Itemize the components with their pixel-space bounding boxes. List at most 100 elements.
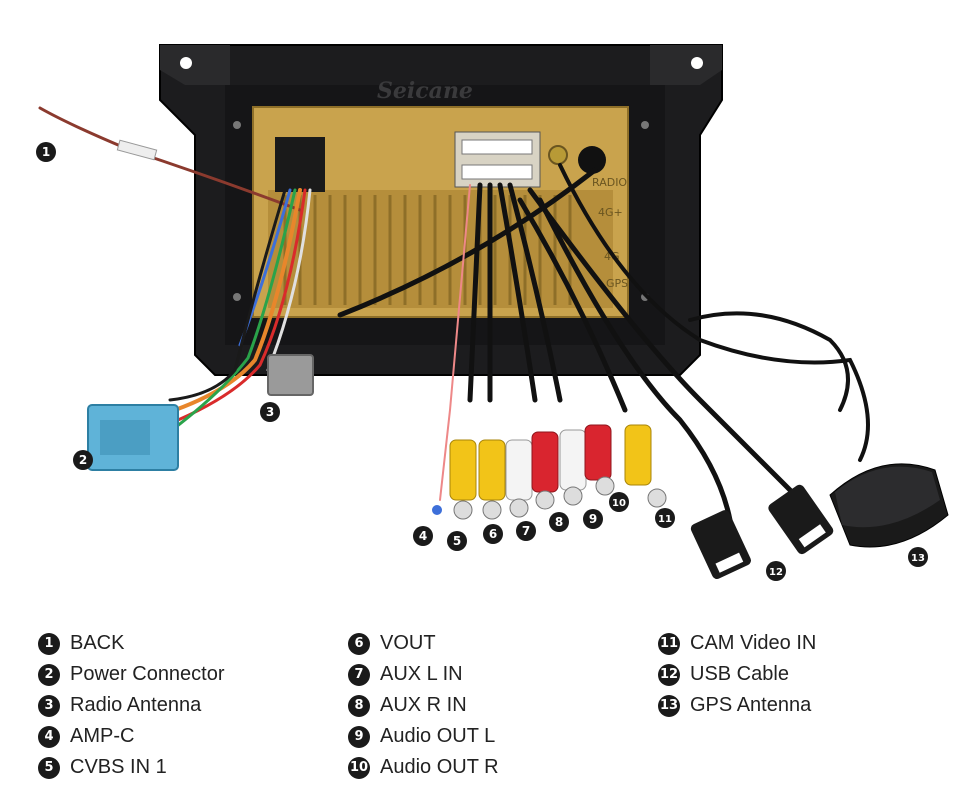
- legend-label: Audio OUT R: [380, 756, 499, 778]
- legend-item: 12 USB Cable: [658, 659, 816, 690]
- mount-hole-left: [180, 57, 192, 69]
- head-unit: Seicane RADIO 4G+ 4G GPS: [159, 44, 723, 376]
- callout-number: 2: [79, 453, 87, 467]
- callout-13: 13: [908, 547, 928, 567]
- brand-logo: Seicane: [377, 78, 473, 104]
- legend-item: 9 Audio OUT L: [348, 721, 499, 752]
- power-harness: [173, 188, 302, 412]
- legend-column-3: 11 CAM Video IN 12 USB Cable 13 GPS Antenna: [658, 628, 816, 721]
- legend-number: 8: [348, 694, 370, 717]
- callout-number: 1: [42, 145, 50, 159]
- legend-item: 3 Radio Antenna: [38, 690, 225, 721]
- radio-antenna-plug: [267, 354, 314, 396]
- port-label-gps: GPS: [606, 277, 628, 290]
- legend-label: AUX L IN: [380, 663, 463, 685]
- legend-number: 11: [658, 632, 680, 655]
- callout-number: 4: [419, 529, 427, 543]
- port-label-4g: 4G+: [598, 206, 623, 219]
- callout-4: 4: [413, 526, 433, 546]
- callout-9: 9: [583, 509, 603, 529]
- legend-number: 5: [38, 756, 60, 779]
- port-label-radio: RADIO: [592, 176, 627, 189]
- radio-antenna-cable: [337, 167, 598, 318]
- callout-3: 3: [260, 402, 280, 422]
- power-connector: [87, 404, 179, 471]
- callout-11: 11: [655, 508, 675, 528]
- callout-number: 10: [612, 498, 626, 509]
- rca-plugs: [449, 424, 667, 520]
- callout-1: 1: [36, 142, 56, 162]
- callout-7: 7: [516, 521, 536, 541]
- legend-number: 2: [38, 663, 60, 686]
- callout-number: 9: [589, 512, 597, 526]
- wiring-diagram: Seicane RADIO 4G+ 4G GPS: [36, 44, 949, 581]
- legend-label: CVBS IN 1: [70, 756, 167, 778]
- legend-label: GPS Antenna: [690, 694, 812, 716]
- cables: [38, 106, 870, 523]
- legend-label: AMP-C: [70, 725, 135, 747]
- rca-plug-audio-out-l: [559, 429, 587, 506]
- mount-hole-right: [691, 57, 703, 69]
- legend-number: 10: [348, 756, 370, 779]
- legend-item: 10 Audio OUT R: [348, 752, 499, 783]
- usb-plug-2: [768, 484, 834, 555]
- radio-port: [578, 146, 606, 174]
- legend-label: VOUT: [380, 632, 436, 654]
- callout-8: 8: [549, 512, 569, 532]
- legend-number: 13: [658, 694, 680, 717]
- legend-item: 5 CVBS IN 1: [38, 752, 225, 783]
- callout-number: 5: [453, 534, 461, 548]
- gps-port: [548, 145, 568, 165]
- callout-12: 12: [766, 561, 786, 581]
- callout-number: 11: [658, 514, 672, 525]
- callout-number: 13: [911, 553, 925, 564]
- callout-6: 6: [483, 524, 503, 544]
- main-harness-port: [275, 137, 325, 192]
- rca-plug-vout: [478, 439, 506, 520]
- callout-5: 5: [447, 531, 467, 551]
- gps-cable: [558, 163, 870, 462]
- legend-number: 1: [38, 632, 60, 655]
- legend-label: Radio Antenna: [70, 694, 202, 716]
- legend-item: 2 Power Connector: [38, 659, 225, 690]
- legend-item: 11 CAM Video IN: [658, 628, 816, 659]
- legend-number: 9: [348, 725, 370, 748]
- amp-c-tip: [432, 505, 442, 515]
- legend-number: 12: [658, 663, 680, 686]
- legend-item: 7 AUX L IN: [348, 659, 499, 690]
- rca-plug-aux-r-in: [531, 431, 559, 510]
- legend-label: Audio OUT L: [380, 725, 496, 747]
- legend-label: USB Cable: [690, 663, 789, 685]
- callout-number: 7: [522, 524, 530, 538]
- legend-number: 6: [348, 632, 370, 655]
- callout-number: 12: [769, 567, 783, 578]
- legend-number: 4: [38, 725, 60, 748]
- callout-10: 10: [609, 492, 629, 512]
- legend-item: 6 VOUT: [348, 628, 499, 659]
- usb-cable: [527, 187, 803, 503]
- legend-number: 3: [38, 694, 60, 717]
- cam-cable: [517, 197, 628, 413]
- legend-label: CAM Video IN: [690, 632, 817, 654]
- heatsink-fins: [283, 195, 572, 305]
- callout-number: 6: [489, 527, 497, 541]
- legend-item: 1 BACK: [38, 628, 225, 659]
- callout-number: 8: [555, 515, 563, 529]
- legend-label: Power Connector: [70, 663, 225, 685]
- legend-number: 7: [348, 663, 370, 686]
- legend-item: 8 AUX R IN: [348, 690, 499, 721]
- legend-label: AUX R IN: [380, 694, 467, 716]
- callout-number: 3: [266, 405, 274, 419]
- rca-plug-cvbs-in: [449, 439, 477, 520]
- rca-plug-cam-video-in: [624, 424, 667, 508]
- rca-plug-aux-l-in: [505, 439, 533, 518]
- usb-plugs: [690, 484, 834, 579]
- legend-column-2: 6 VOUT 7 AUX L IN 8 AUX R IN 9 Audio OUT L 1…: [348, 628, 499, 783]
- usb-plug-1: [690, 510, 751, 579]
- legend-item: 13 GPS Antenna: [658, 690, 816, 721]
- legend-label: BACK: [70, 632, 125, 654]
- callout-2: 2: [73, 450, 93, 470]
